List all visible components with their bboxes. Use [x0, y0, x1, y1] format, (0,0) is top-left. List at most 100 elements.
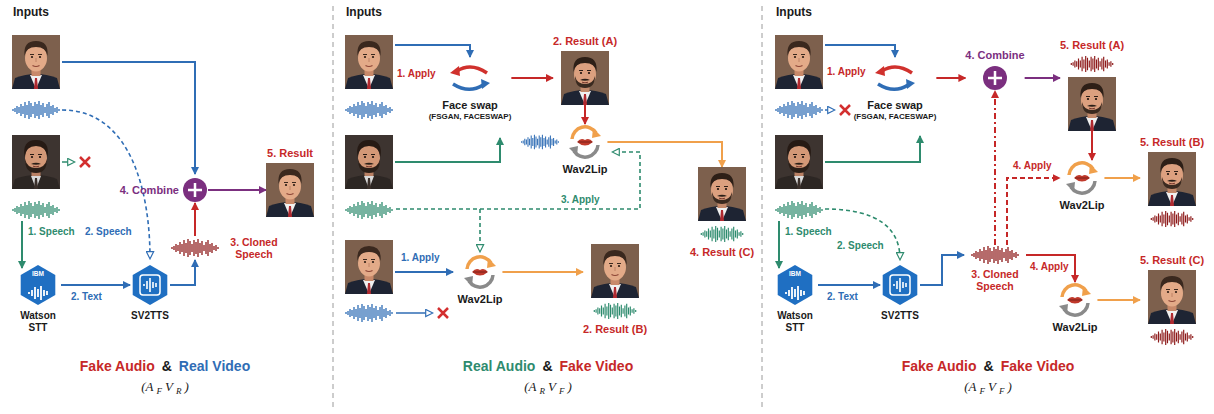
step-label: 3. Apply — [560, 194, 601, 206]
combine-circle — [183, 178, 207, 202]
section-heading: Inputs — [345, 6, 383, 20]
node-icon — [1067, 55, 1117, 131]
node-icon — [1147, 152, 1197, 228]
swap-arrow — [457, 67, 487, 73]
node-label: 5. Result (C) — [1140, 254, 1204, 267]
waveform — [1151, 329, 1192, 345]
video-arrow — [395, 45, 470, 57]
formula-text: ) — [183, 380, 189, 395]
caption-text: & — [541, 358, 553, 374]
node-icon — [447, 60, 493, 96]
result-image: 2. Result (B) — [583, 244, 647, 336]
combine-circle — [983, 66, 1007, 90]
result-image: 4. Result (C) — [690, 167, 754, 259]
cycle-arrow — [1059, 304, 1068, 314]
flow-arrow — [1104, 177, 1139, 179]
flow-arrow — [1007, 178, 1060, 245]
flow-arrow — [1097, 299, 1139, 301]
lips-glyph — [578, 142, 592, 143]
node-label: SV2TTS — [881, 310, 919, 322]
node-text-group: 5. Result (A) — [1060, 39, 1124, 52]
lips-glyph — [1067, 297, 1083, 304]
node-label: 3. Cloned Speech — [223, 236, 285, 260]
tts-glyph — [890, 275, 910, 295]
flow-arrow — [1091, 131, 1093, 160]
node-label: (FSGAN, FACESWAP) — [854, 112, 937, 121]
lips-glyph — [1074, 175, 1090, 182]
node-text-group: Watson STT — [15, 310, 61, 333]
node-text-group: Watson STT — [772, 310, 818, 333]
node-label: SV2TTS — [131, 310, 169, 322]
node-icon — [1147, 270, 1197, 346]
speech-arrow — [778, 221, 780, 268]
caption-text: & — [161, 358, 173, 374]
node-icon — [970, 245, 1020, 265]
panel-separator — [762, 6, 763, 408]
cycle-arrow — [1089, 164, 1098, 174]
combine-node: 4. Combine — [120, 177, 208, 203]
plus-sign — [188, 183, 202, 197]
node-label: (FSGAN, FACESWAP) — [429, 112, 512, 121]
input-waveform — [346, 101, 392, 119]
node-text-group: 4. Combine — [965, 49, 1024, 62]
audio-arrow — [396, 152, 640, 209]
node-label: 4. Combine — [120, 184, 179, 197]
swap-arrow — [878, 84, 908, 89]
node-label: Face swap — [867, 99, 923, 112]
node-icon — [460, 254, 500, 290]
node-icon — [565, 124, 605, 160]
node-icon — [880, 263, 920, 307]
formula-subscript: F — [978, 386, 986, 396]
audio-waveform — [522, 135, 559, 149]
text-to-speech-box: SV2TTS — [880, 263, 920, 322]
lips-glyph — [577, 139, 593, 146]
node-label: Watson STT — [772, 310, 818, 333]
flow-arrow — [1025, 77, 1060, 79]
node-text-group: Wav2Lip — [458, 293, 503, 306]
face-swap-box: Face swap(FSGAN, FACESWAP) — [429, 60, 512, 121]
node-text-group: Wav2Lip — [1053, 321, 1098, 334]
face-photo — [698, 167, 746, 221]
swap-arrow — [906, 79, 915, 89]
video-arrow — [395, 271, 453, 273]
node-label: Wav2Lip — [563, 163, 608, 176]
node-label: 4. Result (C) — [690, 246, 754, 259]
caption-text: Real Audio — [462, 358, 537, 374]
node-icon — [266, 163, 314, 217]
node-text-group: 2. Result (A) — [553, 35, 617, 48]
discarded-arrow — [396, 312, 432, 314]
formula-subscript: F — [998, 386, 1006, 396]
input-face-photo — [12, 135, 60, 189]
waveform — [1151, 211, 1192, 227]
node-text-group: SV2TTS — [881, 310, 919, 322]
node-text-group: SV2TTS — [131, 310, 169, 322]
flow-arrow — [818, 284, 880, 286]
node-label: Watson STT — [15, 310, 61, 333]
node-text-group: 4. Combine — [120, 184, 179, 197]
formula-subscript: F — [558, 386, 566, 396]
result-image: 2. Result (A) — [553, 35, 617, 105]
cross-mark — [80, 157, 90, 167]
formula-text: V — [547, 380, 557, 395]
video-arrow — [825, 45, 895, 57]
node-text-group: 3. Cloned Speech — [223, 236, 285, 260]
flow-arrow — [511, 77, 553, 79]
node-label: 5. Result (A) — [1060, 39, 1124, 52]
result-image: 5. Result (A) — [1060, 39, 1124, 131]
waveform — [1071, 56, 1112, 72]
formula-text: (A — [523, 380, 537, 395]
wav2lip-box: Wav2Lip — [1053, 282, 1098, 334]
input-face-photo — [775, 35, 823, 89]
formula-text: V — [164, 380, 174, 395]
node-label: Wav2Lip — [1053, 321, 1098, 334]
lips-glyph — [473, 272, 487, 273]
flow-arrow — [170, 260, 195, 285]
caption-text: Fake Video — [559, 358, 635, 374]
input-face-photo — [345, 35, 393, 89]
formula-text: V — [987, 380, 997, 395]
node-label: 2. Result (A) — [553, 35, 617, 48]
wav2lip-box: Wav2Lip — [563, 124, 608, 176]
face-photo — [591, 244, 639, 298]
